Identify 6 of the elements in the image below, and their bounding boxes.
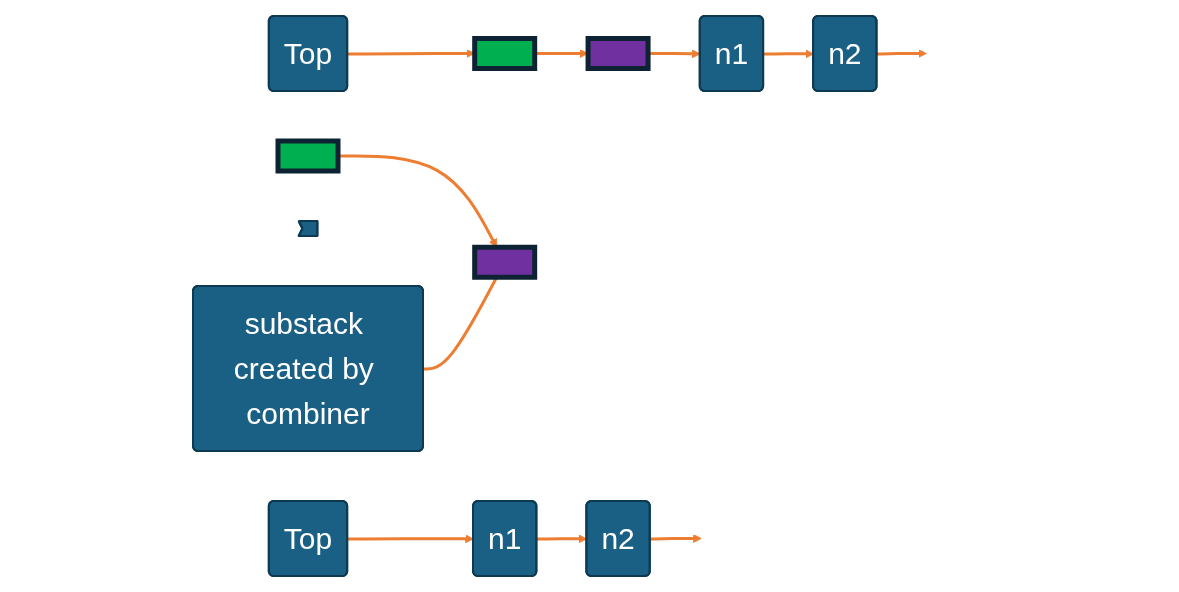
node-box xyxy=(585,36,651,71)
node-box xyxy=(471,244,537,280)
arrow xyxy=(876,49,927,58)
node-box xyxy=(471,36,537,71)
node-box xyxy=(275,138,341,174)
arrow xyxy=(649,534,702,543)
